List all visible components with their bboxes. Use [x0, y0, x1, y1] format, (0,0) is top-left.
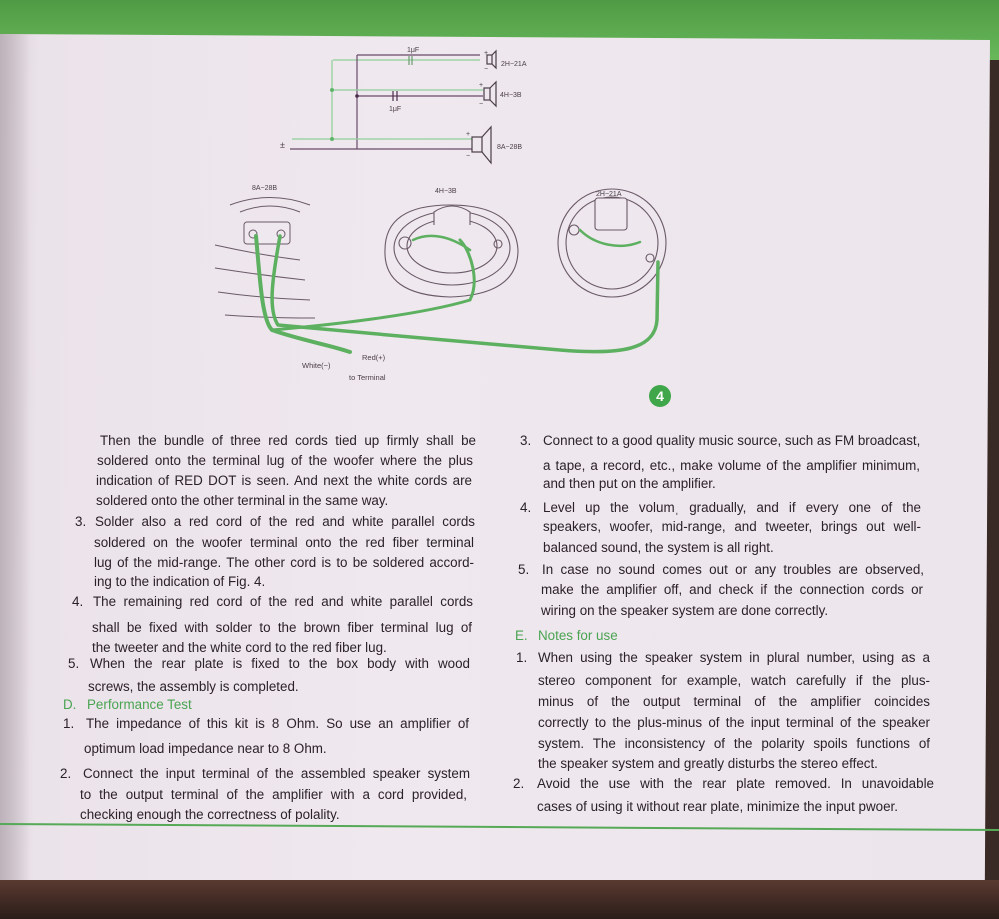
to-terminal-label: to Terminal: [349, 373, 386, 382]
tweeter-drawing: [557, 188, 667, 298]
paragraph-line: soldered onto the terminal lug of the wo…: [97, 453, 473, 468]
figure-number-badge: [649, 385, 671, 407]
paragraph-line: The impedance of this kit is 8 Ohm. So u…: [86, 716, 469, 731]
item-number: 4.: [520, 500, 532, 515]
item-number: 4.: [72, 594, 84, 609]
paragraph-line: system. The inconsistency of the polarit…: [538, 736, 930, 751]
paragraph-line: Avoid the use with the rear plate remove…: [537, 776, 934, 791]
red-cord-label: Red(+): [362, 353, 386, 362]
paragraph-line: wiring on the speaker system are done co…: [541, 603, 829, 618]
item-number: 1.: [63, 716, 75, 731]
capacitor-icon: [408, 56, 413, 65]
input-polarity-label: ±: [280, 140, 285, 150]
paragraph-line: correctly to the plus-minus of the input…: [538, 715, 930, 730]
paragraph-line: indication of RED DOT is seen. And next …: [96, 473, 472, 488]
paragraph-line: the tweeter and the white cord to the re…: [92, 640, 387, 655]
paragraph-line: Then the bundle of three red cords tied …: [100, 433, 476, 448]
paragraph-line: minus of the output terminal of the ampl…: [538, 694, 930, 709]
section-letter: D.: [63, 697, 77, 712]
section-letter: E.: [515, 628, 528, 643]
paragraph-line: speakers, woofer, mid-range, and tweeter…: [543, 519, 921, 534]
paragraph-line: to the output terminal of the amplifier …: [80, 787, 467, 802]
paragraph-line: balanced sound, the system is all right.: [543, 540, 774, 555]
item-number: 3.: [520, 433, 532, 448]
paragraph-line: The remaining red cord of the red and wh…: [93, 594, 473, 609]
svg-text:−: −: [466, 153, 470, 160]
svg-text:−: −: [484, 66, 488, 73]
woofer-label: 8A−28B: [252, 185, 277, 192]
section-heading: Performance Test: [87, 697, 192, 712]
paragraph-line: lug of the mid-range. The other cord is …: [94, 555, 474, 570]
midrange-schematic-label: 4H−3B: [500, 92, 522, 99]
paragraph-line: cases of using it without rear plate, mi…: [537, 799, 898, 814]
item-number: 5.: [68, 656, 80, 671]
svg-text:+: +: [484, 50, 488, 57]
midrange-symbol-icon: [483, 80, 497, 108]
cap-mid-label: 1μF: [389, 106, 401, 113]
section-heading: Notes for use: [538, 628, 618, 643]
tweeter-symbol-icon: [486, 49, 497, 70]
svg-text:+: +: [479, 82, 483, 89]
cable-bundle: [254, 228, 660, 354]
paragraph-line: Connect to a good quality music source, …: [543, 433, 921, 448]
tweeter-schematic-label: 2H−21A: [501, 61, 527, 68]
paragraph-line: optimum load impedance near to 8 Ohm.: [84, 741, 327, 756]
paragraph-line: make the amplifier off, and check if the…: [541, 582, 923, 597]
paragraph-line: Solder also a red cord of the red and wh…: [95, 514, 475, 529]
table-surface: [0, 880, 999, 919]
paragraph-line: soldered on the woofer terminal onto the…: [94, 535, 474, 550]
woofer-symbol-icon: [471, 125, 492, 165]
paragraph-line: When the rear plate is fixed to the box …: [90, 656, 470, 671]
item-number: 2.: [513, 776, 525, 791]
midrange-drawing: [384, 204, 519, 298]
woofer-schematic-label: 8A−28B: [497, 144, 522, 151]
paragraph-line: shall be fixed with solder to the brown …: [92, 620, 472, 635]
paragraph-line: checking enough the correctness of polal…: [80, 807, 340, 822]
capacitor-icon: [392, 91, 398, 101]
page-gutter-shadow: [0, 34, 30, 894]
svg-text:−: −: [479, 101, 483, 108]
svg-text:+: +: [466, 131, 470, 138]
woofer-drawing: [214, 197, 316, 319]
figure-number: 4: [656, 388, 664, 404]
paragraph-line: and then put on the amplifier.: [543, 476, 716, 491]
schematic-diagram: [290, 49, 497, 165]
paragraph-line: a tape, a record, etc., make volume of t…: [543, 458, 920, 473]
item-number: 2.: [60, 766, 72, 781]
paragraph-line: soldered onto the other terminal in the …: [96, 493, 389, 508]
paragraph-line: Level up the volumˌ gradually, and if ev…: [543, 500, 921, 515]
paragraph-line: screws, the assembly is completed.: [88, 679, 299, 694]
wiring-figure: 1μF 1μF 2H−21A 4H−3B 8A−28B ± + − + − + − 8…: [214, 47, 671, 407]
item-number: 1.: [516, 650, 528, 665]
paragraph-line: the speaker system and greatly disturbs …: [538, 756, 878, 771]
cap-top-label: 1μF: [407, 47, 419, 54]
paragraph-line: When using the speaker system in plural …: [538, 650, 930, 665]
paragraph-line: Connect the input terminal of the assemb…: [83, 766, 470, 781]
tweeter-label: 2H−21A: [596, 191, 622, 198]
midrange-label: 4H−3B: [435, 188, 457, 195]
paragraph-line: stereo component for example, watch care…: [538, 673, 930, 688]
item-number: 5.: [518, 562, 530, 577]
white-cord-label: White(−): [302, 361, 331, 370]
paragraph-line: In case no sound comes out or any troubl…: [542, 562, 924, 577]
item-number: 3.: [75, 514, 87, 529]
paragraph-line: ing to the indication of Fig. 4.: [94, 574, 266, 589]
